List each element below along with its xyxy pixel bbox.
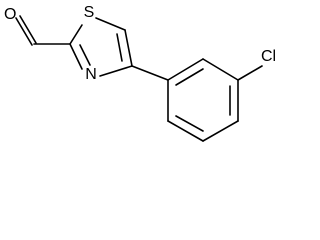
bond-n-c2-inner xyxy=(79,44,91,66)
bond-s-c5 xyxy=(95,17,126,31)
bond-n-c2 xyxy=(69,43,83,70)
bond-phenyl-1 xyxy=(167,58,204,81)
atom-chlorine-label: Cl xyxy=(261,48,276,65)
bond-c4-n xyxy=(99,65,133,77)
bond-thiazole-phenyl xyxy=(131,65,169,81)
bond-phenyl-4 xyxy=(202,120,239,142)
atom-nitrogen-label: N xyxy=(85,66,97,83)
atom-oxygen-label: O xyxy=(4,6,16,23)
bond-phenyl-cl xyxy=(237,65,263,81)
bond-phenyl-2 xyxy=(202,58,239,81)
bond-c5-c4 xyxy=(124,29,133,67)
bond-phenyl-5 xyxy=(167,120,204,142)
bond-phenyl-inner-1 xyxy=(175,68,204,86)
atom-sulfur-label: S xyxy=(84,4,95,21)
bond-aldehyde-co-1 xyxy=(15,17,33,46)
bond-aldehyde-co-2 xyxy=(19,15,37,44)
bond-c5-c4-inner xyxy=(116,33,123,62)
bond-c2-s xyxy=(69,24,83,45)
bond-phenyl-inner-3 xyxy=(175,115,204,132)
molecule-structure: O S N Cl xyxy=(4,4,276,142)
